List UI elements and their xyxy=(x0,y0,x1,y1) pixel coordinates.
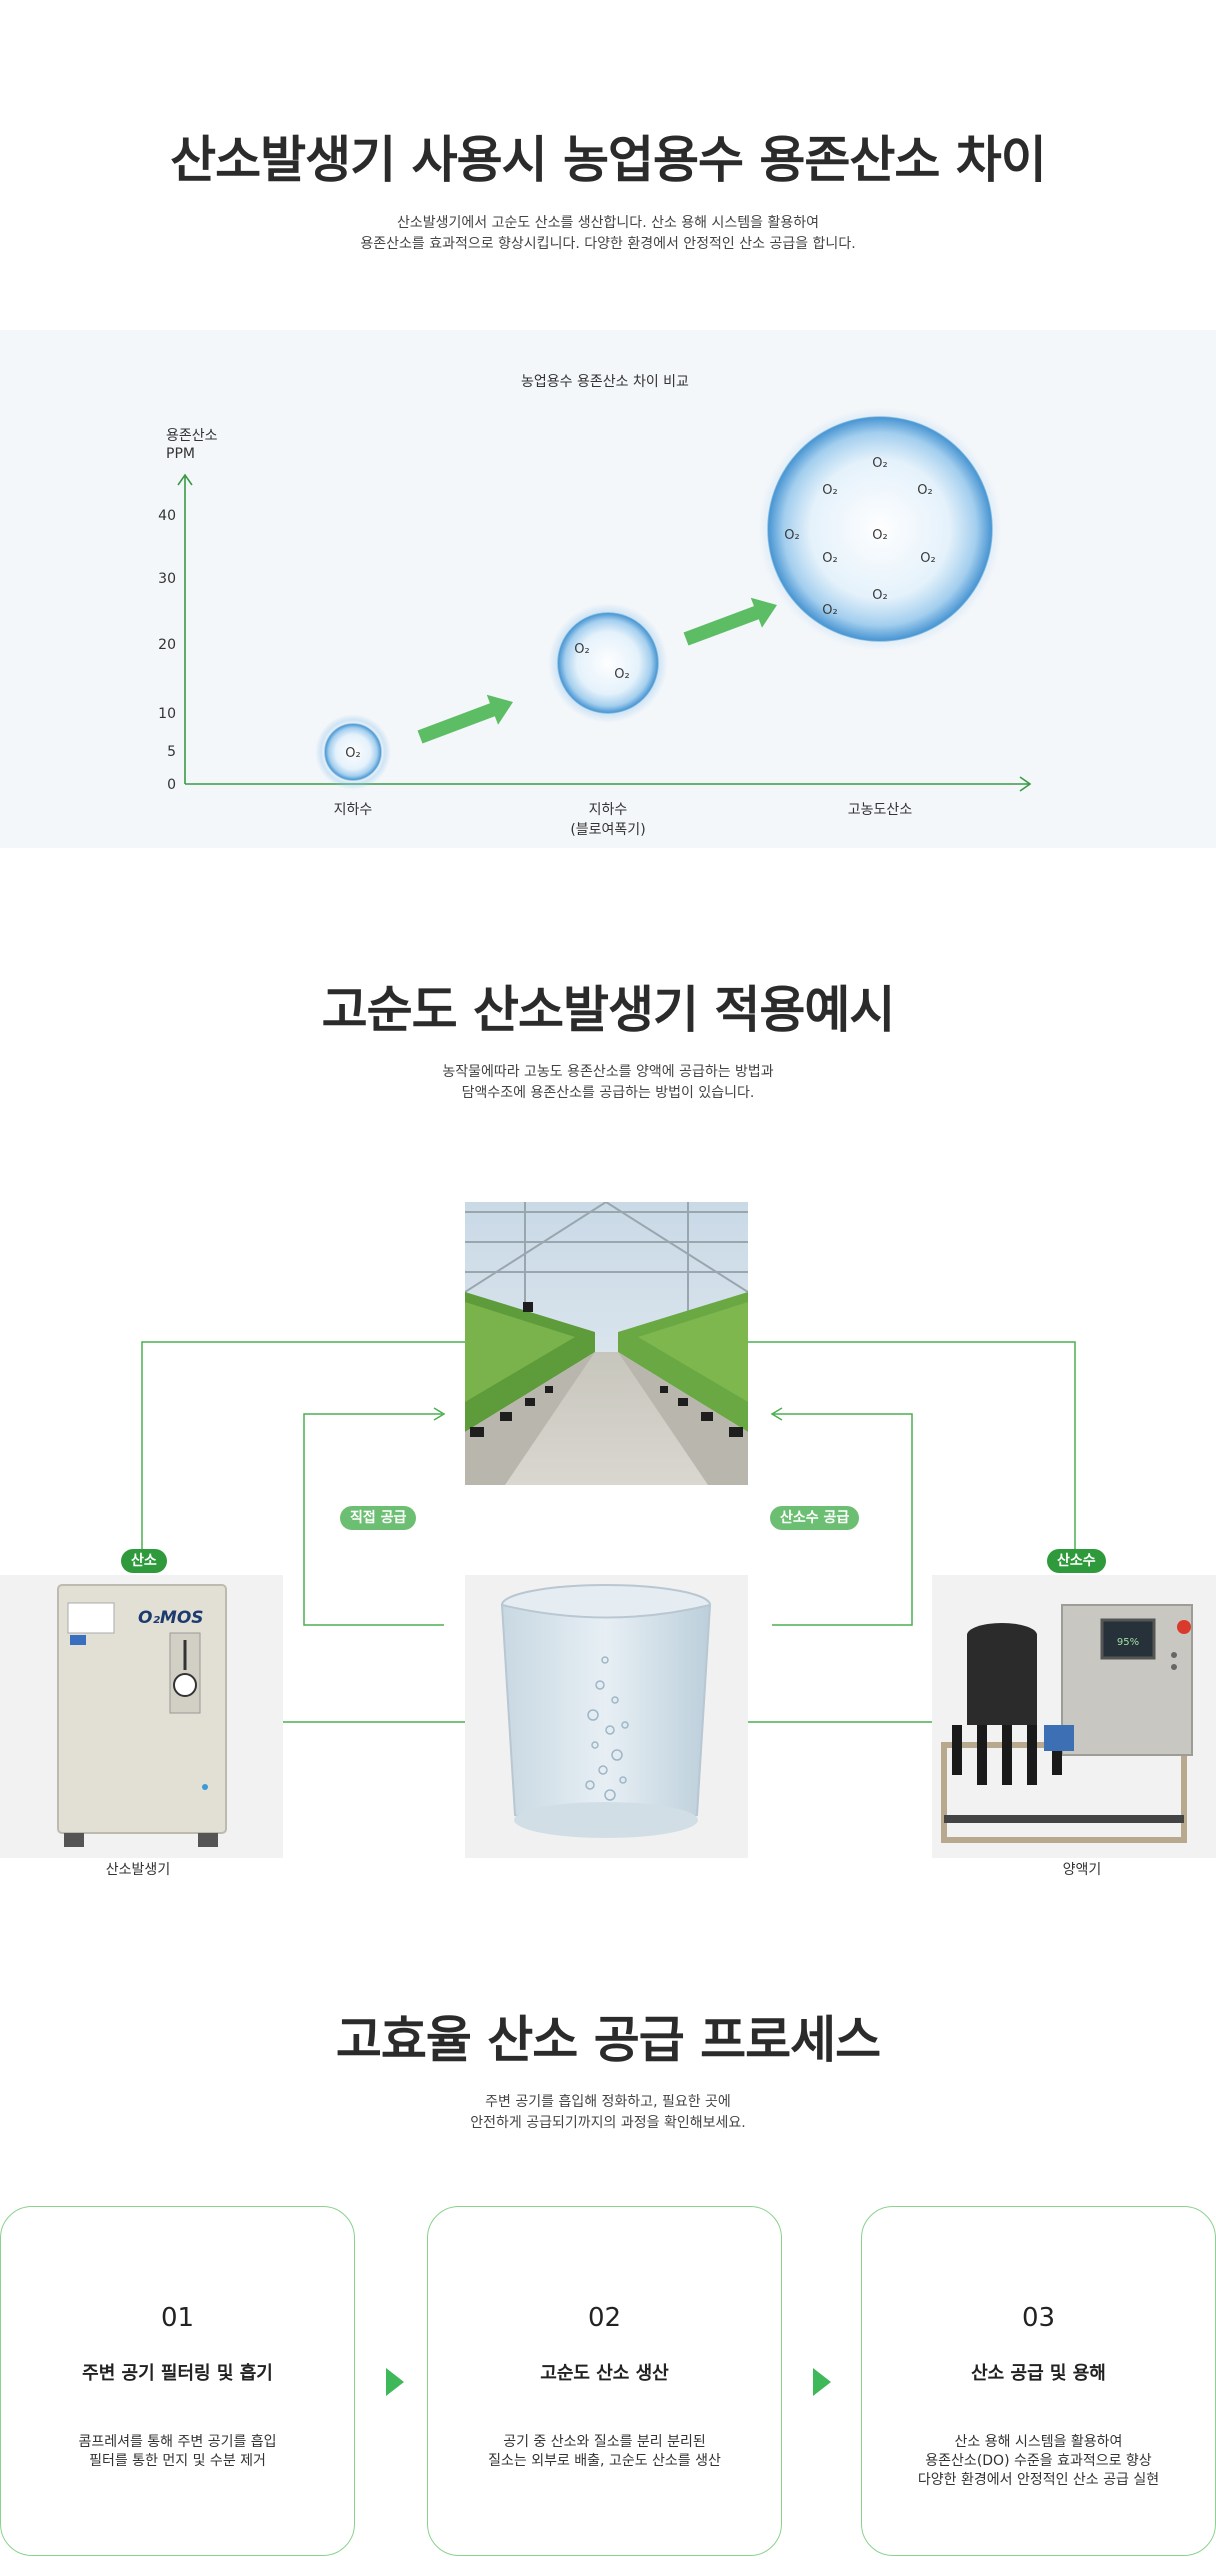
device-screen-value: 95% xyxy=(1117,1637,1139,1648)
water-tank-image xyxy=(465,1575,748,1858)
y-axis-arrowhead xyxy=(177,473,193,486)
o2-molecule-label: O₂ xyxy=(872,588,887,603)
oxygen-bubble xyxy=(324,723,382,781)
o2-molecule-label: O₂ xyxy=(872,456,887,471)
connector-nutrient-to-greenhouse xyxy=(748,1341,1076,1560)
pill-oxygen-water-supply: 산소수 공급 xyxy=(770,1506,860,1530)
growth-arrow xyxy=(417,694,513,744)
o2-molecule-label: O₂ xyxy=(920,551,935,566)
process-step-title: 고순도 산소 생산 xyxy=(540,2363,669,2384)
o2-molecule-label: O₂ xyxy=(345,746,360,761)
process-desc-line: 산소 용해 시스템을 활용하여 xyxy=(954,2434,1123,2450)
oxygen-generator-image: O₂MOS xyxy=(0,1575,283,1858)
x-tick-label: 지하수 xyxy=(589,802,628,818)
nutrient-machine-image: 95% xyxy=(932,1575,1216,1858)
process-desc-line: 콤프레셔를 통해 주변 공기를 흡입 xyxy=(78,2434,277,2450)
pill-oxygen: 산소 xyxy=(121,1549,167,1573)
section3-desc-line1: 주변 공기를 흡입해 정화하고, 필요한 곳에 xyxy=(485,2094,731,2110)
device-brand-label: O₂MOS xyxy=(138,1608,204,1628)
x-tick-label: 고농도산소 xyxy=(848,802,913,818)
process-desc-line: 다양한 환경에서 안정적인 산소 공급 실현 xyxy=(917,2472,1160,2488)
section2-title: 고순도 산소발생기 적용예시 xyxy=(321,981,896,1039)
x-axis-arrowhead xyxy=(1019,776,1032,792)
section1-desc-line1: 산소발생기에서 고순도 산소를 생산합니다. 산소 용해 시스템을 활용하여 xyxy=(397,215,819,231)
section1-desc-line2: 용존산소를 효과적으로 향상시킵니다. 다양한 환경에서 안정적인 산소 공급을… xyxy=(360,236,856,252)
pill-oxygen-water: 산소수 xyxy=(1047,1549,1106,1573)
section3-description: 주변 공기를 흡입해 정화하고, 필요한 곳에 안전하게 공급되기까지의 과정을… xyxy=(0,2092,1216,2134)
process-step-title: 산소 공급 및 용해 xyxy=(971,2363,1106,2384)
process-desc-line: 용존산소(DO) 수준을 효과적으로 향상 xyxy=(925,2453,1152,2469)
process-card-2: 02 고순도 산소 생산 공기 중 산소와 질소를 분리 분리된 질소는 외부로… xyxy=(427,2206,782,2556)
y-tick-label: 0 xyxy=(167,777,176,793)
connector-generator-to-greenhouse xyxy=(141,1341,465,1560)
process-step-description: 산소 용해 시스템을 활용하여 용존산소(DO) 수준을 효과적으로 향상 다양… xyxy=(872,2433,1205,2490)
y-tick-label: 5 xyxy=(167,744,176,760)
y-axis-label-line1: 용존산소 xyxy=(166,428,218,444)
process-card-3: 03 산소 공급 및 용해 산소 용해 시스템을 활용하여 용존산소(DO) 수… xyxy=(861,2206,1216,2556)
process-arrow-icon xyxy=(386,2368,404,2396)
flow-connectors xyxy=(141,1341,1076,1723)
arrowhead-direct-supply xyxy=(433,1407,446,1421)
y-tick-label: 10 xyxy=(158,706,176,722)
process-step-number: 01 xyxy=(160,2303,195,2333)
chart-title: 농업용수 용존산소 차이 비교 xyxy=(521,374,689,390)
section3-title: 고효율 산소 공급 프로세스 xyxy=(335,2011,881,2069)
o2-molecule-label: O₂ xyxy=(822,603,837,618)
process-step-number: 02 xyxy=(587,2303,622,2333)
process-arrow-icon xyxy=(813,2368,831,2396)
section1-description: 산소발생기에서 고순도 산소를 생산합니다. 산소 용해 시스템을 활용하여 용… xyxy=(0,213,1216,255)
arrowhead-oxywater-supply xyxy=(770,1407,783,1421)
o2-molecule-label: O₂ xyxy=(822,483,837,498)
o2-molecule-label: O₂ xyxy=(784,528,799,543)
greenhouse-image xyxy=(465,1202,748,1485)
process-step-title: 주변 공기 필터링 및 흡기 xyxy=(82,2363,273,2384)
o2-molecule-label: O₂ xyxy=(614,667,629,682)
process-step-description: 공기 중 산소와 질소를 분리 분리된 질소는 외부로 배출, 고순도 산소를 … xyxy=(438,2433,771,2471)
process-desc-line: 필터를 통한 먼지 및 수분 제거 xyxy=(89,2453,266,2469)
y-tick-label: 30 xyxy=(158,571,176,587)
process-step-description: 콤프레셔를 통해 주변 공기를 흡입 필터를 통한 먼지 및 수분 제거 xyxy=(11,2433,344,2471)
growth-arrows xyxy=(417,597,777,744)
process-step-number: 03 xyxy=(1021,2303,1056,2333)
o2-molecule-label: O₂ xyxy=(822,551,837,566)
y-tick-label: 40 xyxy=(158,508,176,524)
oxygen-bubble xyxy=(557,612,659,714)
chart-axes xyxy=(177,473,1032,792)
connector-direct-supply xyxy=(303,1413,444,1626)
process-desc-line: 질소는 외부로 배출, 고순도 산소를 생산 xyxy=(488,2453,721,2469)
o2-molecule-label: O₂ xyxy=(917,483,932,498)
section1-title: 산소발생기 사용시 농업용수 용존산소 차이 xyxy=(170,131,1047,189)
section2-description: 농작물에따라 고농도 용존산소를 양액에 공급하는 방법과 담액수조에 용존산소… xyxy=(0,1062,1216,1104)
growth-arrow xyxy=(683,597,777,646)
process-desc-line: 공기 중 산소와 질소를 분리 분리된 xyxy=(503,2434,706,2450)
o2-molecule-label: O₂ xyxy=(574,642,589,657)
oxygen-bubble xyxy=(767,416,993,642)
bubble-marks: O₂ O₂ O₂ O₂ O₂ O₂ O₂ O₂ O₂ O₂ O₂ O₂ xyxy=(315,407,1002,790)
o2-molecule-label: O₂ xyxy=(872,528,887,543)
y-tick-labels: 0 5 10 20 30 40 xyxy=(158,508,176,793)
section2-desc-line2: 담액수조에 용존산소를 공급하는 방법이 있습니다. xyxy=(461,1085,755,1101)
x-tick-labels: 지하수 지하수 (블로여폭기) 고농도산소 xyxy=(334,802,913,838)
section2-desc-line1: 농작물에따라 고농도 용존산소를 양액에 공급하는 방법과 xyxy=(442,1064,774,1080)
caption-oxygen-generator: 산소발생기 xyxy=(105,1862,171,1878)
caption-nutrient-machine: 양액기 xyxy=(1062,1862,1102,1878)
pill-direct-supply: 직접 공급 xyxy=(340,1506,417,1530)
connector-oxywater-supply xyxy=(772,1413,913,1626)
process-card-1: 01 주변 공기 필터링 및 흡기 콤프레셔를 통해 주변 공기를 흡입 필터를… xyxy=(0,2206,355,2556)
y-tick-label: 20 xyxy=(158,637,176,653)
section3-desc-line2: 안전하게 공급되기까지의 과정을 확인해보세요. xyxy=(470,2115,746,2131)
x-tick-label: 지하수 xyxy=(334,802,373,818)
x-tick-sublabel: (블로여폭기) xyxy=(570,822,645,838)
y-axis-label-line2: PPM xyxy=(166,446,195,462)
